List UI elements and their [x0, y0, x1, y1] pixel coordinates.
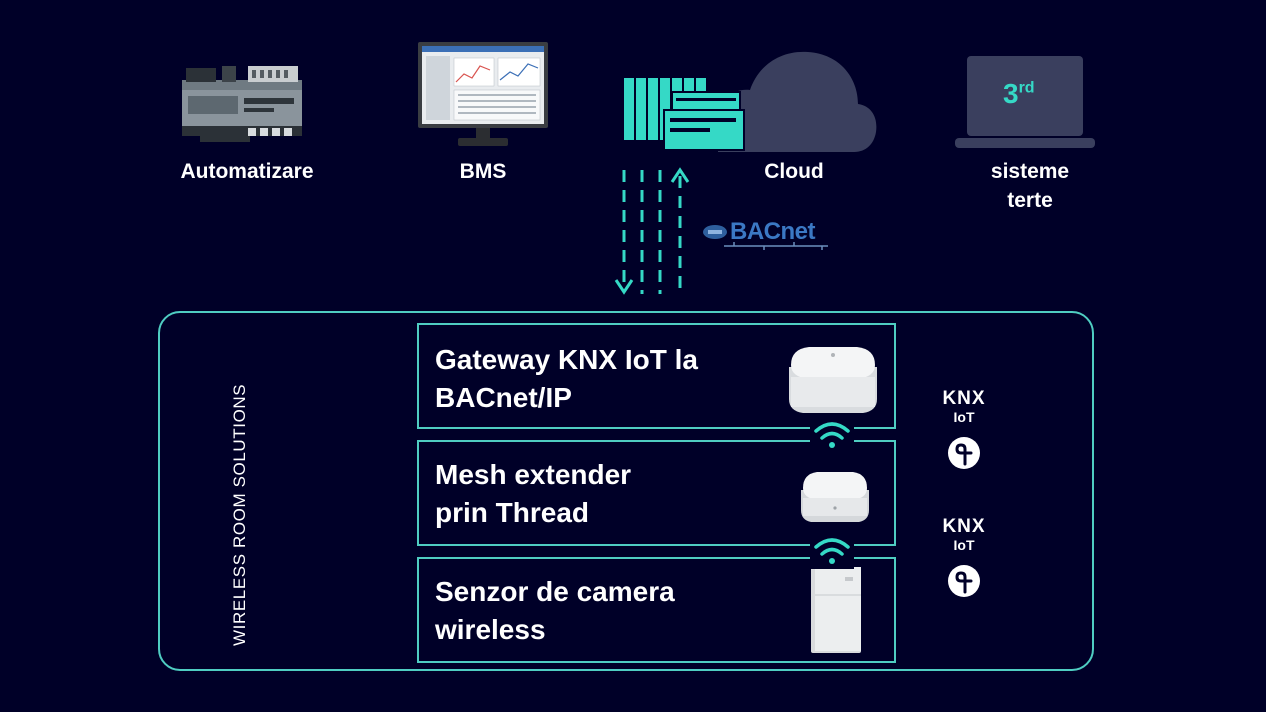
- third-party-label: sisteme terte: [990, 160, 1070, 212]
- knx-brand-text: KNX: [942, 516, 986, 537]
- data-flow-arrows: [614, 167, 690, 295]
- laptop-icon: [955, 56, 1095, 148]
- controller-device-icon: [182, 66, 302, 142]
- room-sensor-icon: [811, 567, 861, 653]
- knx-iot-text: IoT: [953, 409, 975, 425]
- cloud-servers-icon: [624, 51, 877, 152]
- knx-brand-text: KNX: [942, 388, 986, 409]
- gateway-device-icon: [789, 347, 877, 413]
- automation-label: Automatizare: [180, 160, 314, 183]
- laptop-screen-text: 3rd: [1003, 78, 1035, 109]
- mesh-extender-card-text: Mesh extender prin Thread: [435, 459, 632, 528]
- knx-iot-badge: KNX IoT: [929, 388, 999, 426]
- room-sensor-card: Senzor de camera wireless: [417, 557, 896, 663]
- bacnet-underline-icon: [724, 242, 828, 250]
- bms-monitor-icon: [418, 42, 548, 146]
- bacnet-logo-text: BACnet: [730, 218, 816, 245]
- gateway-card: Gateway KNX IoT la BACnet/IP: [417, 323, 896, 429]
- thread-icon: [948, 565, 980, 597]
- mesh-extender-icon: [801, 472, 869, 522]
- thread-icon: [948, 437, 980, 469]
- knx-iot-badge: KNX IoT: [929, 516, 999, 554]
- wifi-icon: [810, 419, 854, 453]
- gateway-card-text: Gateway KNX IoT la BACnet/IP: [435, 344, 698, 413]
- bms-label: BMS: [459, 160, 507, 183]
- bacnet-logo: BACnet: [702, 218, 832, 250]
- bacnet-mark-icon: [703, 225, 727, 239]
- wifi-icon: [810, 535, 854, 569]
- knx-iot-text: IoT: [953, 537, 975, 553]
- mesh-extender-card: Mesh extender prin Thread: [417, 440, 896, 546]
- wireless-room-panel: [158, 311, 1094, 671]
- room-sensor-card-text: Senzor de camera wireless: [435, 576, 675, 645]
- cloud-label: Cloud: [764, 160, 824, 183]
- panel-vertical-title: WIRELESS ROOM SOLUTIONS: [230, 383, 249, 646]
